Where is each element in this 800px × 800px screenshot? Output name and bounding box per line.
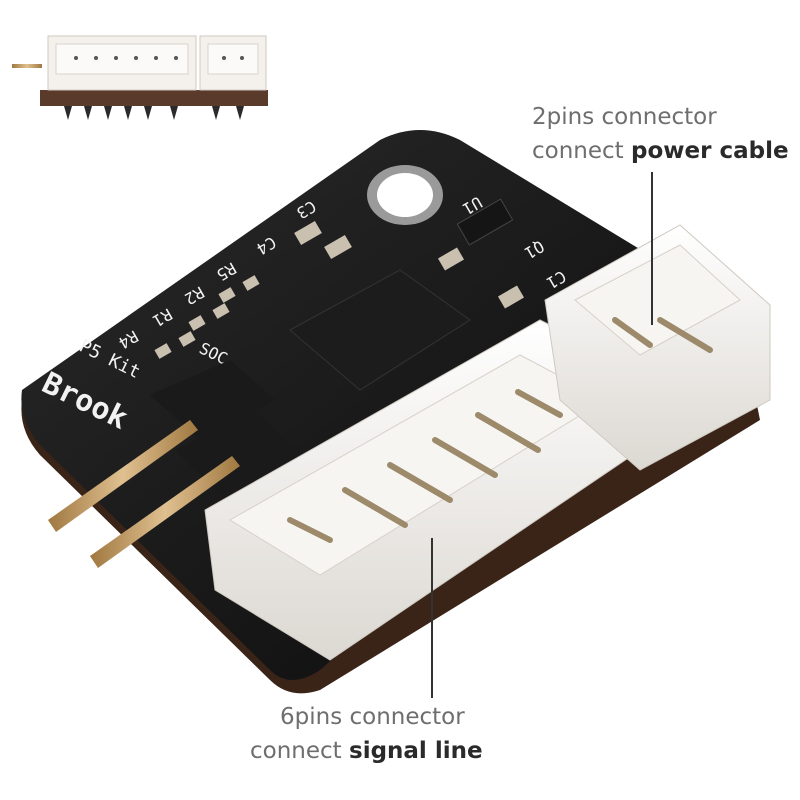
power-caption-bold: power cable <box>631 138 789 164</box>
power-connector-caption: 2pins connector connect power cable <box>532 100 789 168</box>
side-view-thumbnail <box>12 35 268 120</box>
signal-caption-line1: 6pins connector <box>280 704 465 730</box>
header-pins <box>48 360 300 568</box>
power-caption-prefix: connect <box>532 138 631 164</box>
signal-caption-prefix: connect <box>250 738 349 764</box>
signal-caption-bold: signal line <box>349 738 483 764</box>
two-pin-connector <box>544 224 771 471</box>
power-caption-line1: 2pins connector <box>532 104 717 130</box>
signal-connector-caption: 6pins connector connect signal line <box>250 700 483 768</box>
